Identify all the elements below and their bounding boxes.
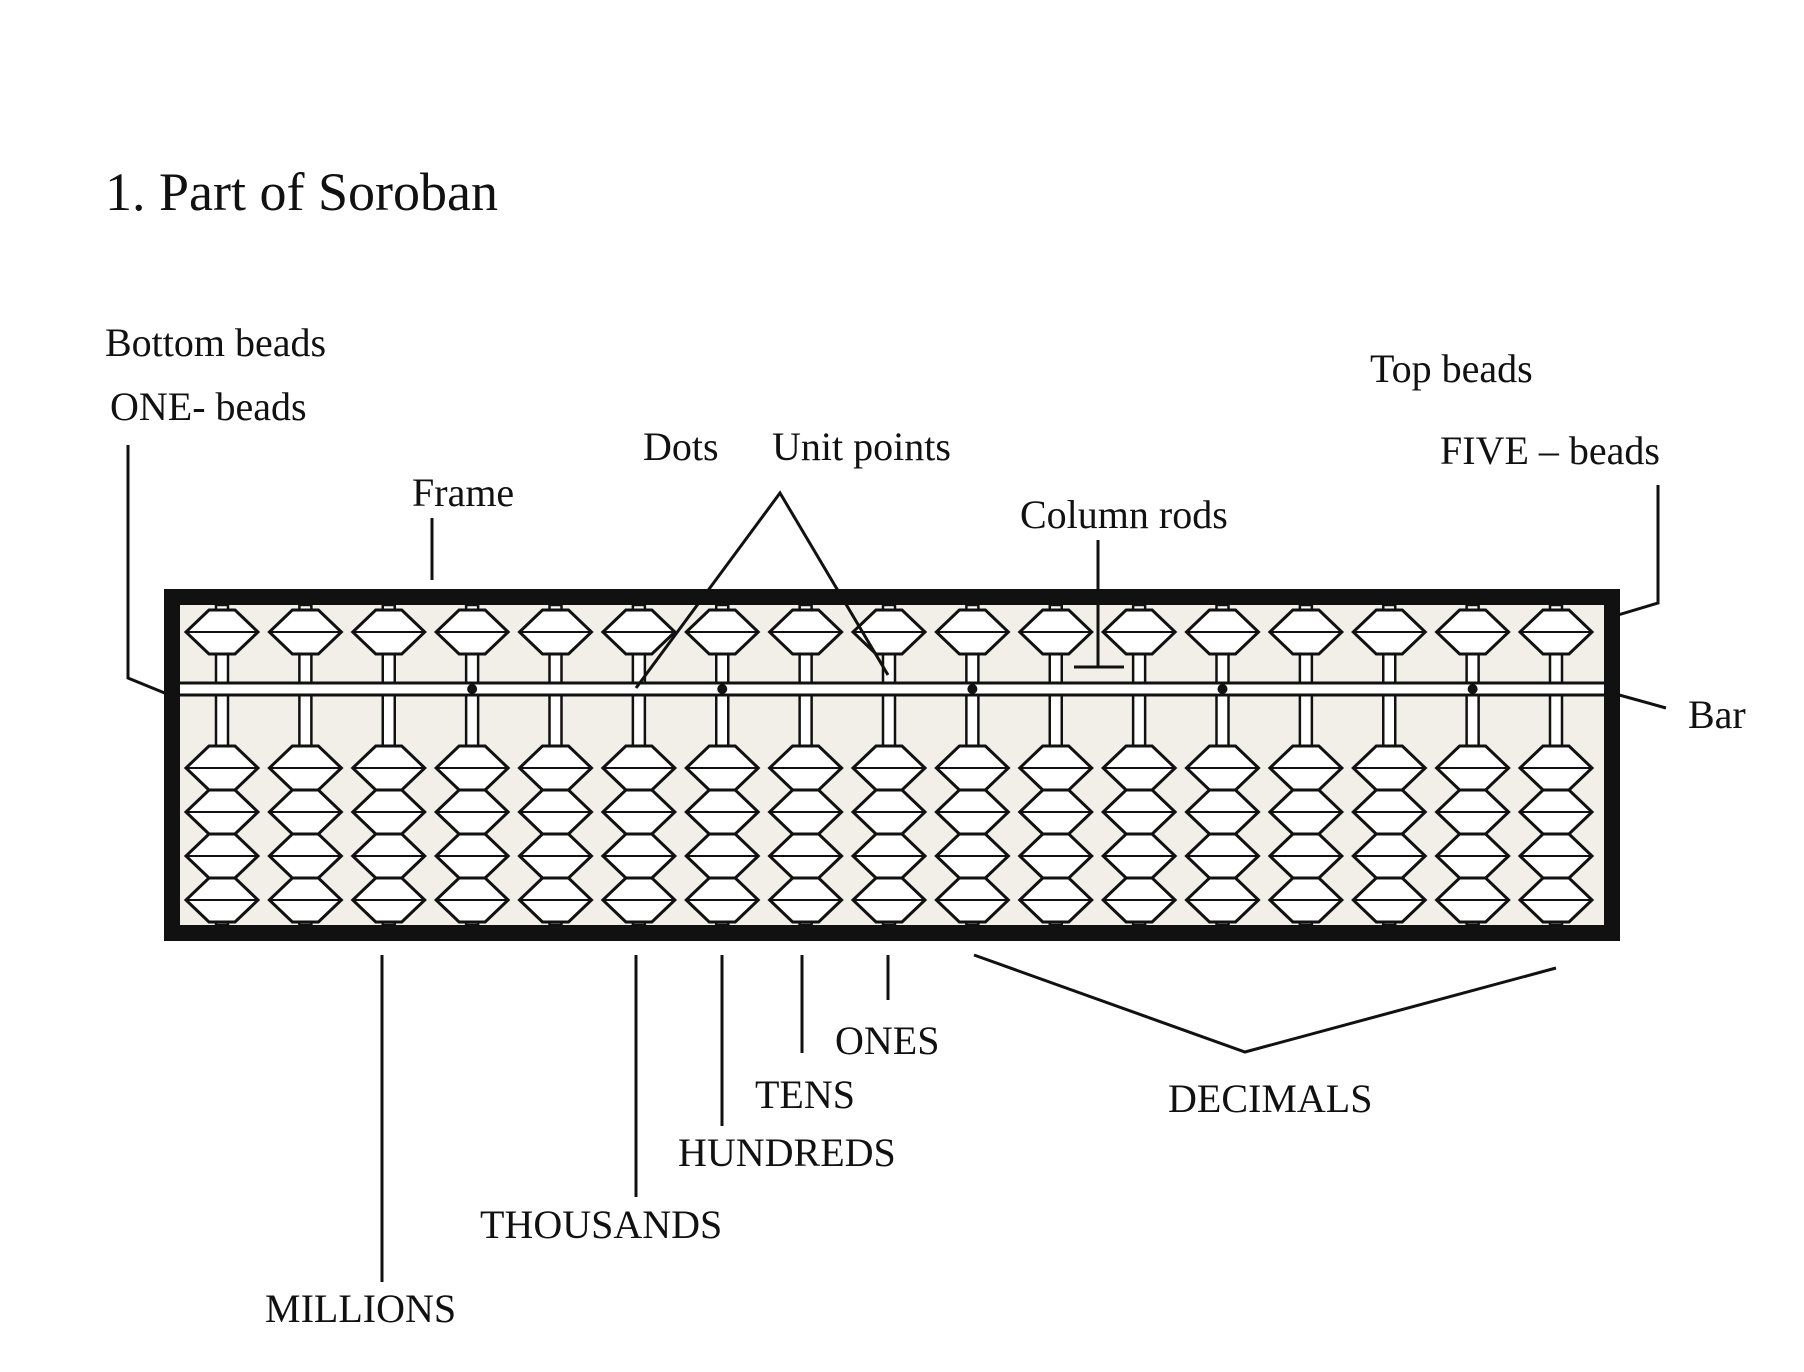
label-hundreds: HUNDREDS — [678, 1130, 896, 1175]
label-one-beads: ONE- beads — [110, 384, 307, 429]
leader-five-beads — [1607, 485, 1660, 620]
reckoning-bar — [170, 681, 1614, 697]
leader-decimals — [973, 953, 1557, 1054]
unit-point-dot — [717, 684, 728, 694]
label-top-beads: Top beads — [1370, 346, 1533, 391]
label-tens: TENS — [755, 1072, 855, 1117]
unit-point-dot — [1467, 684, 1478, 694]
soroban — [164, 589, 1620, 941]
label-decimals: DECIMALS — [1168, 1076, 1372, 1121]
leader-unit-points — [634, 490, 890, 689]
label-millions: MILLIONS — [265, 1286, 456, 1331]
label-bottom-beads: Bottom beads — [105, 320, 326, 365]
unit-point-dots — [467, 684, 1478, 694]
top-beads-group — [183, 608, 1595, 656]
label-ones: ONES — [835, 1018, 939, 1063]
leader-one-beads — [126, 445, 173, 698]
leader-lines — [126, 445, 1667, 1282]
labels: Bottom beads ONE- beads Frame Dots Unit … — [105, 320, 1746, 1331]
label-thousands: THOUSANDS — [480, 1202, 722, 1247]
label-column-rods: Column rods — [1020, 492, 1228, 537]
unit-point-dot — [967, 684, 978, 694]
frame — [164, 589, 1620, 941]
label-five-beads: FIVE – beads — [1440, 428, 1660, 473]
unit-point-dot — [467, 684, 478, 694]
leader-bar — [1611, 691, 1667, 710]
label-dots: Dots — [643, 424, 719, 469]
label-unit-points: Unit points — [772, 424, 951, 469]
leader-column-rods — [1074, 540, 1124, 669]
bottom-beads-group — [183, 744, 1595, 924]
page-title: 1. Part of Soroban — [105, 162, 498, 222]
label-frame: Frame — [412, 470, 514, 515]
unit-point-dot — [1217, 684, 1228, 694]
label-bar: Bar — [1688, 692, 1746, 737]
